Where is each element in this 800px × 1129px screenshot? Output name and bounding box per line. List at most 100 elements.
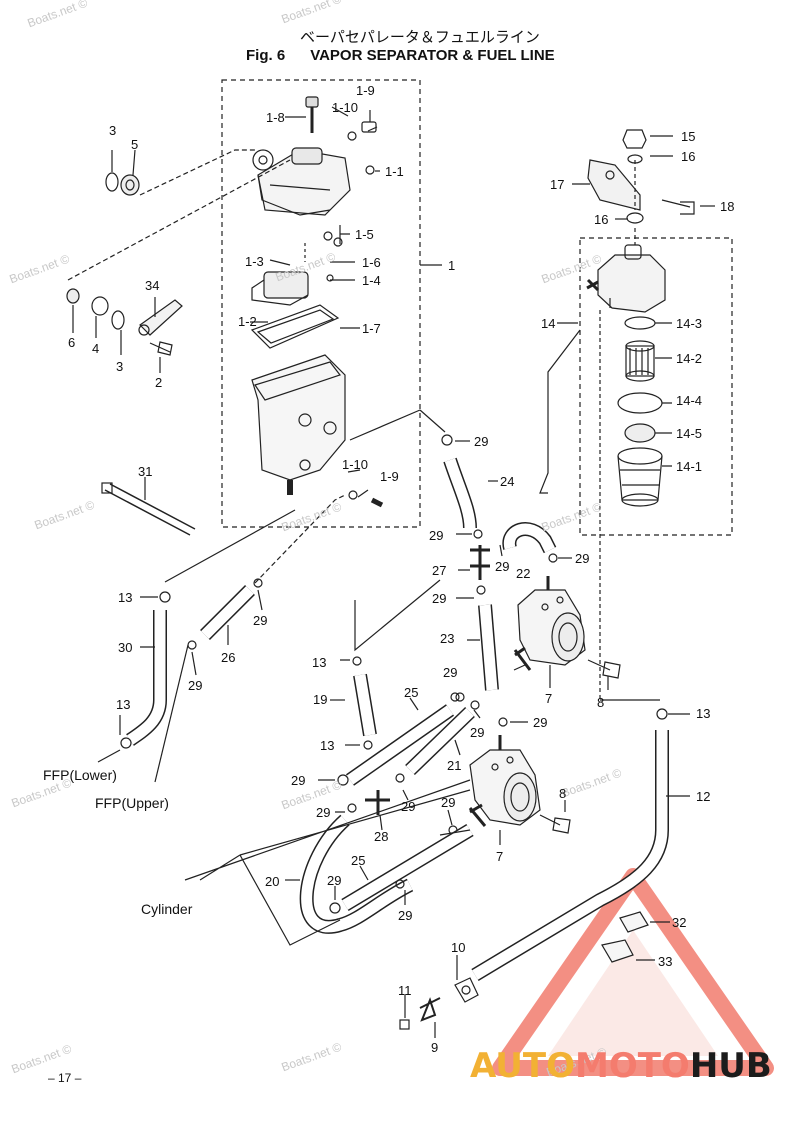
brand-logo-text: AUTOMOTOHUB xyxy=(470,1046,772,1086)
part-label: 18 xyxy=(720,199,735,214)
part-label: 31 xyxy=(138,464,153,479)
part-label: 1-6 xyxy=(362,255,381,270)
part-label: 9 xyxy=(431,1040,439,1055)
float-part xyxy=(251,271,309,306)
figure-heading: VAPOR SEPARATOR & FUEL LINE xyxy=(310,47,555,64)
part-label: 1-10 xyxy=(332,100,359,115)
part-label: 29 xyxy=(575,551,590,566)
part-label: 6 xyxy=(68,335,76,350)
part-label: 1-3 xyxy=(245,254,264,269)
part-label: 29 xyxy=(429,528,444,543)
part-label: 25 xyxy=(404,685,419,700)
collar-6 xyxy=(66,288,80,304)
filter-cup-14-1 xyxy=(617,447,663,507)
part-label: 13 xyxy=(118,590,133,605)
grommet-4 xyxy=(91,296,109,316)
part-label: 3 xyxy=(109,123,117,138)
part-label: 1-1 xyxy=(385,164,404,179)
cable-tie-31 xyxy=(104,483,196,536)
fuel-filter-housing xyxy=(586,244,666,313)
part-label: 29 xyxy=(401,799,416,814)
part-label: 14 xyxy=(541,316,556,331)
part-label: 19 xyxy=(313,692,328,707)
part-label: 29 xyxy=(432,591,447,606)
part-label: 29 xyxy=(474,434,489,449)
part-label: 25 xyxy=(351,853,366,868)
figure-title: Fig. 6 VAPOR SEPARATOR & FUEL LINE xyxy=(246,47,555,64)
part-label: 20 xyxy=(265,874,280,889)
part-label: 24 xyxy=(500,474,515,489)
part-label: 16 xyxy=(594,212,609,227)
part-label: 1-4 xyxy=(362,273,381,288)
assembly-box-14 xyxy=(579,237,733,536)
part-label: 29 xyxy=(398,908,413,923)
fuel-pump-lower xyxy=(468,735,541,827)
part-label: 29 xyxy=(291,773,306,788)
bolt-11 xyxy=(399,1019,410,1030)
part-label: 29 xyxy=(441,795,456,810)
part-label: 7 xyxy=(545,691,553,706)
part-label: 23 xyxy=(440,631,455,646)
clip-32 xyxy=(619,911,649,933)
part-label: 17 xyxy=(550,177,565,192)
part-label: 15 xyxy=(681,129,696,144)
filter-element-14-2 xyxy=(625,340,655,382)
part-label: 13 xyxy=(116,697,131,712)
page-number: – 17 – xyxy=(48,1071,82,1085)
brand-part-3: HUB xyxy=(689,1046,772,1086)
part-label: 8 xyxy=(597,695,605,710)
part-label: 14-3 xyxy=(676,316,703,331)
part-label: 22 xyxy=(516,566,531,581)
part-label: 1-10 xyxy=(342,457,369,472)
fitting-9 xyxy=(419,997,441,1022)
ring-14-5 xyxy=(624,423,656,443)
part-label: 1-8 xyxy=(266,110,285,125)
ffp-lower-label: FFP(Lower) xyxy=(43,767,117,783)
cylinder-label: Cylinder xyxy=(141,901,193,917)
part-label: 29 xyxy=(443,665,458,680)
part-label: 2 xyxy=(155,375,163,390)
float-chamber xyxy=(251,354,346,495)
brand-part-2: MOTO xyxy=(574,1046,690,1086)
separator-cover xyxy=(252,96,351,216)
o-ring-14-3 xyxy=(624,316,656,330)
clamp-10 xyxy=(454,977,479,1003)
part-label: 16 xyxy=(681,149,696,164)
part-label: 13 xyxy=(320,738,335,753)
part-label: 1 xyxy=(448,258,456,273)
bolt-8-lower xyxy=(539,814,571,834)
part-label: 29 xyxy=(470,725,485,740)
part-label: 10 xyxy=(451,940,466,955)
joint-27 xyxy=(470,545,490,580)
part-label: 29 xyxy=(253,613,268,628)
fuel-pump-upper xyxy=(513,576,586,671)
part-label: 8 xyxy=(559,786,567,801)
brand-part-1: AUTO xyxy=(470,1046,575,1086)
part-label: 14-4 xyxy=(676,393,703,408)
part-label: 1-7 xyxy=(362,321,381,336)
bracket-17 xyxy=(587,159,641,211)
bracket-34 xyxy=(139,299,183,336)
part-label: 11 xyxy=(398,983,412,998)
part-label: 34 xyxy=(145,278,160,293)
part-label: 28 xyxy=(374,829,389,844)
part-label: 29 xyxy=(327,873,342,888)
ffp-upper-label: FFP(Upper) xyxy=(95,795,169,811)
part-label: 26 xyxy=(221,650,236,665)
bolt-8-upper xyxy=(587,659,621,679)
part-label: 21 xyxy=(447,758,462,773)
part-label: 13 xyxy=(312,655,327,670)
part-label: 1-9 xyxy=(356,83,375,98)
grommet-5 xyxy=(120,174,140,196)
part-label: 14-1 xyxy=(676,459,703,474)
gasket xyxy=(250,304,340,349)
part-label: 1-2 xyxy=(238,314,257,329)
part-label: 4 xyxy=(92,341,100,356)
part-label: 13 xyxy=(696,706,711,721)
part-label: 5 xyxy=(131,137,139,152)
part-label: 14-2 xyxy=(676,351,703,366)
part-label: 27 xyxy=(432,563,447,578)
part-label: 29 xyxy=(316,805,331,820)
brand-triangle-logo xyxy=(492,868,774,1076)
